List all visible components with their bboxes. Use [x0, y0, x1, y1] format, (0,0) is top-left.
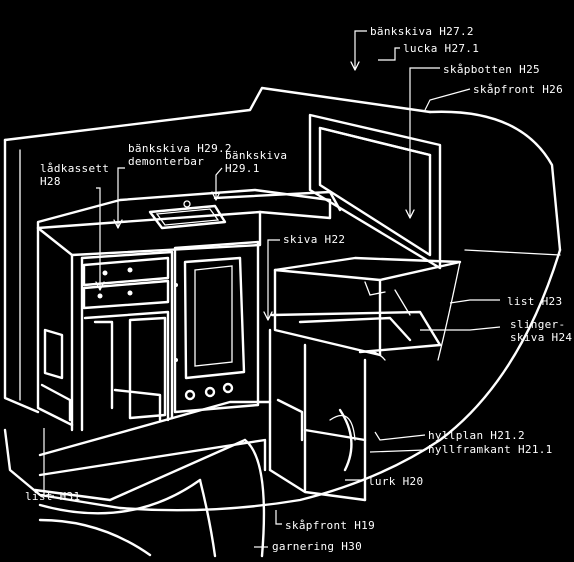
label-bankskiva-h29-1: bänkskiva	[225, 149, 288, 162]
label-list-h31: list H31	[25, 490, 81, 503]
hull-outline	[3, 86, 562, 512]
label-list-h23: list H23	[507, 295, 563, 308]
label-hyllplan-h21-2: hyllplan H21.2	[428, 429, 525, 442]
left-counter	[36, 188, 342, 432]
label-slingerskiva: slinger-	[510, 318, 566, 331]
label-garnering-h30: garnering H30	[272, 540, 362, 553]
label-skiva-h22: skiva H22	[283, 233, 346, 246]
label-bankskiva-h27-2: bänkskiva H27.2	[370, 25, 474, 38]
floor-lines	[33, 400, 353, 558]
label-bankskiva-h29-2: bänkskiva H29.2	[128, 142, 232, 155]
label-skapbotten-h25: skåpbotten H25	[443, 63, 540, 76]
label-lurk-h20: lurk H20	[368, 475, 424, 488]
label-bankskiva-h29-1-code: H29.1	[225, 162, 260, 175]
label-lucka-h27-1: lucka H27.1	[403, 42, 480, 55]
label-ladkassett: lådkassett	[40, 162, 110, 175]
label-bankskiva-h29-2-note: demonterbar	[128, 155, 205, 168]
label-skapfront-h26: skåpfront H26	[473, 83, 563, 96]
right-counter	[268, 113, 462, 502]
label-ladkassett-code: H28	[40, 175, 61, 188]
leader-lines	[43, 30, 501, 548]
label-skapfront-h19: skåpfront H19	[285, 519, 375, 532]
label-hyllframkant-h21-1: hyllframkant H21.1	[428, 443, 553, 456]
label-slingerskiva-code: skiva H24	[510, 331, 573, 344]
